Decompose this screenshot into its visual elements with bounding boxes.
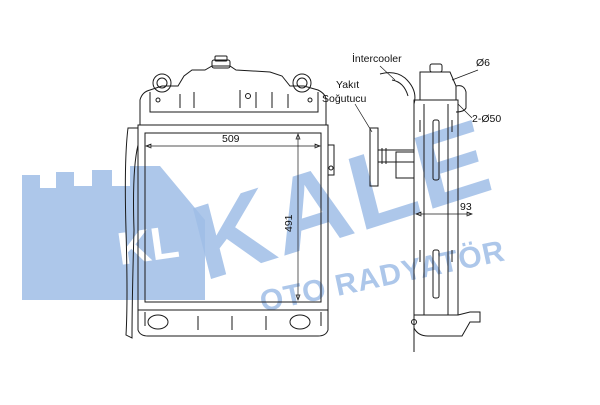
large-pipe-label: 2-Ø50 [472,113,501,125]
intercooler-pipe [379,72,416,320]
callouts: İntercooler Yakıt Soğutucu Ø6 2-Ø50 [322,52,501,133]
top-tank-port-left [152,73,172,93]
fuel-cooler [369,127,379,187]
drain-port [147,314,169,330]
fuel-cooler-label-line2: Soğutucu [322,93,367,105]
bottom-tank [137,310,329,337]
outlet-pipe-upper [455,85,467,113]
width-dimension: 509 [222,133,240,145]
right-bracket [328,144,335,176]
small-pipe-label: Ø6 [476,57,490,69]
logo-letters: KL [114,215,182,275]
left-bracket [124,127,139,339]
side-bottom-tank [413,311,481,337]
side-filler-cap [429,63,443,73]
kale-watermark: KL KALE OTO RADYATÖR [22,95,508,319]
top-tank-port-right [292,73,312,93]
bottom-bolt [411,319,417,325]
fuel-cooler-label-line1: Yakıt [336,79,359,91]
radiator-front-view: 509 491 [124,55,335,339]
top-tank [139,65,327,125]
side-body [413,99,459,316]
radiator-side-view: 93 [369,63,481,352]
height-dimension: 491 [283,214,295,232]
radiator-core [137,124,329,311]
filler-cap [211,59,231,69]
castle-logo-icon [22,166,205,300]
intercooler-label: İntercooler [352,52,402,65]
depth-dimension: 93 [460,201,472,213]
